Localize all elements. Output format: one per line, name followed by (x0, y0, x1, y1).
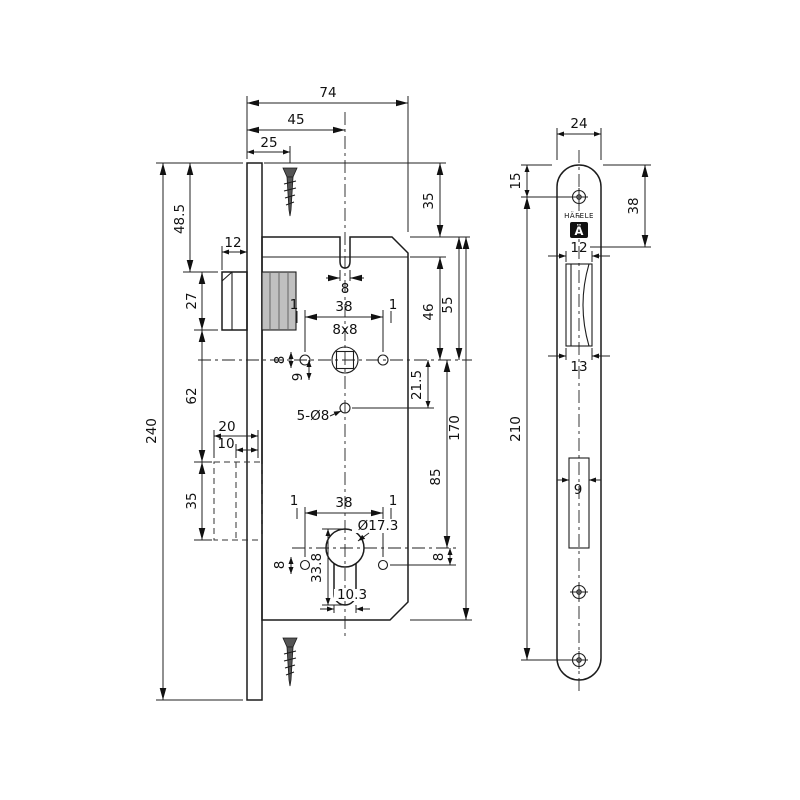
dim-62: 62 (184, 387, 200, 404)
lock-case-outline (261, 236, 409, 621)
fixing-screw-bottom (282, 637, 298, 687)
dim-45: 45 (287, 112, 304, 128)
logo-letter: Ä (575, 223, 584, 238)
dim-12-faceplate: 12 (570, 240, 587, 256)
follower-hub (299, 346, 389, 414)
dim-48-5: 48.5 (172, 204, 188, 234)
faceplate-hole-top (570, 188, 588, 206)
dim-17-3: Ø17.3 (358, 518, 399, 534)
dim-240: 240 (144, 418, 160, 444)
brand-logo: Ä (570, 222, 588, 238)
dim-85: 85 (428, 468, 444, 485)
deadbolt-hidden (213, 461, 263, 541)
dim-210: 210 (508, 416, 524, 442)
lock-body-view (198, 112, 472, 701)
dim-1-bottom-right: 1 (389, 493, 398, 509)
latch-cutout (565, 263, 593, 347)
faceplate-view: HÄFELE Ä (556, 150, 602, 694)
dim-38-top: 38 (335, 299, 352, 315)
dim-35-left: 35 (184, 492, 200, 509)
dim-15: 15 (508, 172, 524, 189)
dim-9-hole-top: 9 (290, 373, 306, 382)
dim-46: 46 (421, 303, 437, 320)
dim-1-top-left: 1 (290, 297, 299, 313)
dim-10-3: 10.3 (337, 587, 367, 603)
dim-25: 25 (260, 135, 277, 151)
dim-8x8: 8x8 (332, 322, 357, 338)
dim-8-hole-top: 8 (272, 356, 288, 365)
dim-24: 24 (570, 116, 587, 132)
forend-plate (246, 162, 263, 701)
brand-text: HÄFELE (564, 211, 594, 220)
dim-12-latch: 12 (224, 235, 241, 251)
faceplate-hole-bottom (570, 651, 588, 669)
dim-13: 13 (570, 359, 587, 375)
deadbolt-cutout (568, 457, 590, 549)
faceplate-hole-middle (570, 583, 588, 601)
dim-35-right: 35 (421, 192, 437, 209)
dim-8-cylinder-offset: 8 (431, 553, 447, 562)
dim-1-bottom-left: 1 (290, 493, 299, 509)
dim-33-8: 33.8 (309, 553, 325, 583)
dimensions-faceplate-view: 24 15 210 38 12 13 9 (508, 116, 651, 661)
dim-74: 74 (319, 85, 336, 101)
dim-27: 27 (184, 292, 200, 309)
dim-38-faceplate: 38 (626, 197, 642, 214)
dim-1-top-right: 1 (389, 297, 398, 313)
dimensions-left-view: 74 45 25 48.5 27 62 35 240 12 20 10 (144, 85, 472, 701)
dim-5-d8: 5-Ø8 (297, 408, 330, 424)
dim-9-faceplate: 9 (574, 482, 583, 498)
dim-21-5: 21.5 (409, 370, 425, 400)
dim-10: 10 (217, 436, 234, 452)
fixing-screw-top (282, 167, 298, 217)
dim-170: 170 (447, 415, 463, 441)
dim-8-slot: 8 (341, 281, 350, 297)
dim-8-hole-bottom: 8 (272, 561, 288, 570)
dim-55: 55 (440, 296, 456, 313)
dim-20: 20 (218, 419, 235, 435)
dim-38-bottom: 38 (335, 495, 352, 511)
latch-bolt (221, 271, 297, 331)
faceplate-outline (556, 164, 602, 681)
